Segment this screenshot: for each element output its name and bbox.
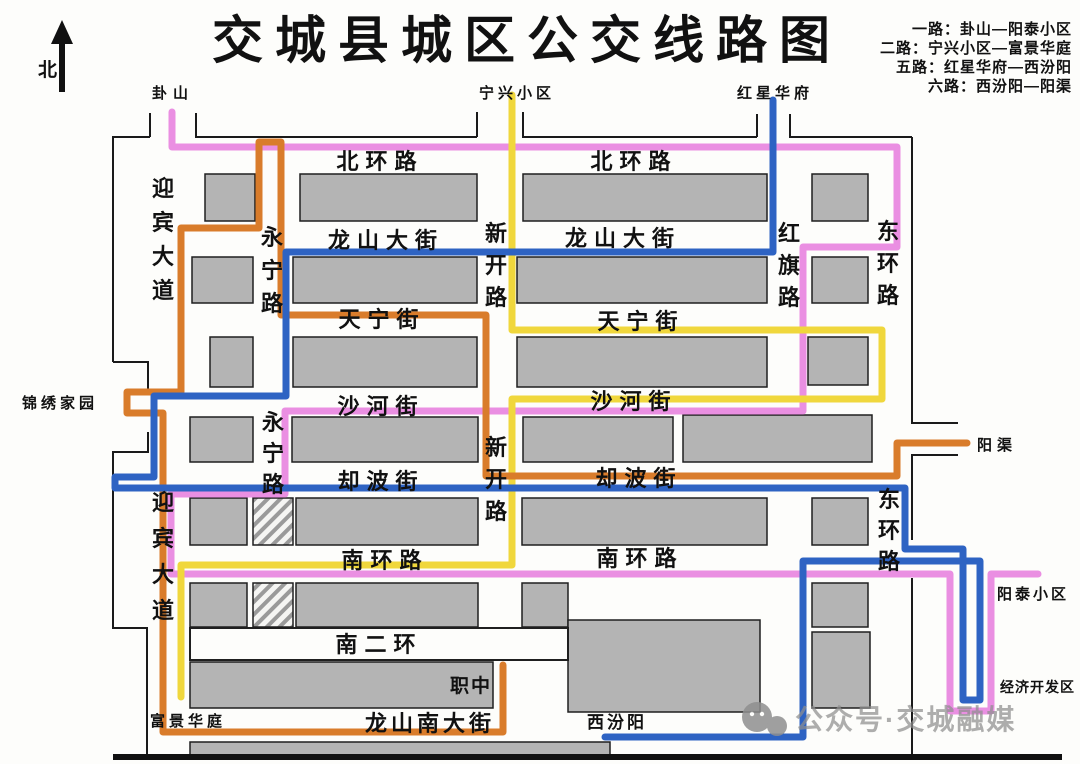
hatched-block <box>252 497 294 546</box>
city-block <box>189 741 611 757</box>
legend-route-2: 二路：宁兴小区—富景华庭 <box>880 39 1072 57</box>
city-block <box>189 497 248 546</box>
road-strip <box>189 627 569 661</box>
city-block <box>811 582 869 628</box>
legend-route-1: 一路：卦山—阳泰小区 <box>912 20 1072 38</box>
wechat-icon <box>742 702 772 732</box>
street-label-vertical: 迎宾大道 <box>152 490 174 623</box>
city-block <box>292 336 478 388</box>
street-label-vertical: 红旗路 <box>778 221 801 310</box>
city-block <box>521 582 569 628</box>
map-border <box>112 361 149 755</box>
city-block <box>516 256 768 304</box>
city-block <box>522 173 768 222</box>
street-label-vertical: 新开路 <box>485 435 508 524</box>
city-block <box>295 582 479 628</box>
city-block <box>299 173 478 222</box>
street-label-vertical: 新开路 <box>485 221 508 310</box>
city-block <box>811 173 869 222</box>
city-block <box>811 497 869 546</box>
bus-route-一路 <box>167 108 1042 715</box>
street-label: 龙山南大街 <box>365 711 495 736</box>
city-block <box>811 631 871 709</box>
city-block <box>191 256 254 304</box>
street-label: 却波街 <box>595 466 682 491</box>
city-blocks-layer <box>189 173 873 757</box>
route-legend: 一路：卦山—阳泰小区 二路：宁兴小区—富景华庭 五路：红星华府—西汾阳 六路：西… <box>880 20 1072 95</box>
wechat-icon-eye <box>759 711 765 717</box>
street-label: 却波街 <box>337 469 424 494</box>
bus-routes-layer <box>111 91 1042 741</box>
place-label: 红星华府 <box>737 84 813 102</box>
place-label: 阳渠 <box>977 436 1017 454</box>
map-border <box>112 112 912 362</box>
city-block <box>292 256 478 304</box>
place-label: 锦绣家园 <box>22 394 98 412</box>
street-label: 天宁街 <box>597 309 684 334</box>
city-block <box>189 582 248 628</box>
city-block <box>204 173 256 222</box>
street-label: 沙河街 <box>590 389 677 414</box>
city-block <box>516 336 768 388</box>
street-label: 北环路 <box>590 149 677 174</box>
map-border <box>911 137 958 755</box>
hatched-block <box>252 582 294 628</box>
wechat-icon-eye <box>749 711 755 717</box>
city-block <box>291 416 479 463</box>
street-label-vertical: 永宁路 <box>261 225 284 316</box>
street-label: 南二环 <box>335 632 422 657</box>
street-label: 沙河街 <box>337 394 424 419</box>
white-roads-layer <box>189 627 569 661</box>
street-label-vertical: 东环路 <box>878 487 901 574</box>
city-block <box>189 416 254 463</box>
street-label: 南环路 <box>341 548 428 573</box>
place-label: 阳泰小区 <box>997 585 1069 603</box>
city-block <box>811 256 869 304</box>
bus-route-二路 <box>177 91 886 701</box>
street-label: 天宁街 <box>338 307 425 332</box>
wechat-icon-small-bubble <box>767 716 787 736</box>
street-label: 龙山大街 <box>328 228 444 253</box>
map-border-layer <box>112 112 1062 760</box>
legend-route-6: 六路：西汾阳—阳渠 <box>928 77 1072 95</box>
city-block <box>682 414 873 463</box>
bus-route-六路 <box>123 138 971 736</box>
street-label: 北环路 <box>336 149 423 174</box>
north-arrow: 北 <box>38 20 73 92</box>
watermark-text: 公众号·交城融媒 <box>795 703 1016 735</box>
place-label: 宁兴小区 <box>479 84 555 102</box>
street-label: 西汾阳 <box>587 713 647 732</box>
city-block <box>189 661 494 709</box>
city-block <box>521 497 768 546</box>
place-label: 富景华庭 <box>150 712 226 730</box>
city-block <box>807 336 869 386</box>
place-label: 卦山 <box>152 84 194 102</box>
north-arrow-label: 北 <box>38 59 57 81</box>
page-title: 交城县城区公交线路图 <box>212 12 842 69</box>
street-label-vertical: 迎宾大道 <box>152 176 174 303</box>
street-label-vertical: 东环路 <box>877 219 900 308</box>
city-block <box>295 497 479 546</box>
north-arrow-head <box>51 20 73 44</box>
street-label-vertical: 永宁路 <box>262 410 285 497</box>
city-block <box>567 619 761 713</box>
place-label: 经济开发区 <box>1000 679 1075 695</box>
street-label: 职中 <box>450 674 492 697</box>
street-label: 龙山大街 <box>565 226 681 251</box>
bus-route-五路 <box>111 96 984 741</box>
watermark: 公众号·交城融媒 <box>742 702 1016 736</box>
city-block <box>522 416 674 463</box>
street-label: 南环路 <box>596 546 683 571</box>
city-block <box>209 336 254 388</box>
legend-route-5: 五路：红星华府—西汾阳 <box>896 58 1072 76</box>
